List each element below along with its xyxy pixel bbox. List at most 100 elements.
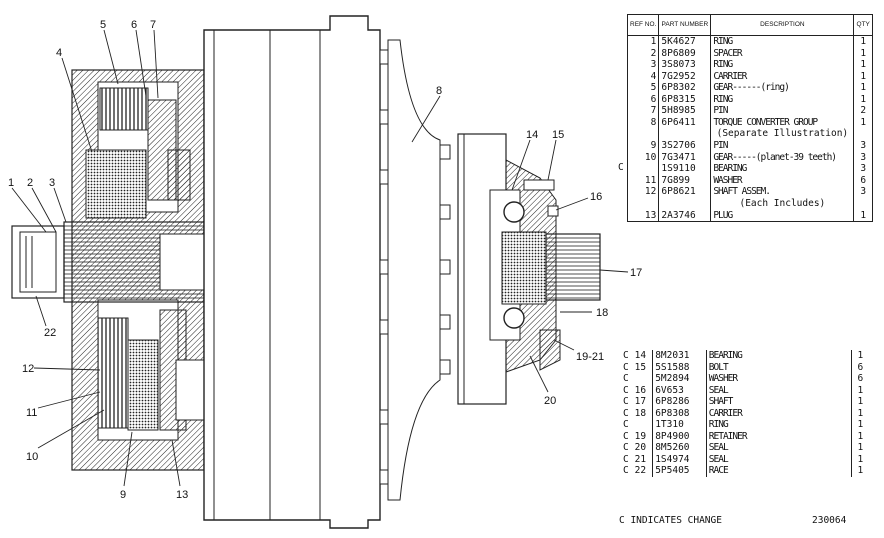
callout-17: 17: [630, 267, 642, 279]
part-number-cell: 5S1588: [652, 361, 707, 373]
part-number-cell: 5K4627: [658, 35, 712, 48]
note-row: (Separate Illustration): [627, 128, 873, 140]
qty-cell: 1: [850, 350, 869, 362]
description-cell: SEAL: [706, 442, 852, 454]
change-mark-cell: C: [622, 384, 629, 396]
callout-2: 2: [27, 177, 33, 189]
ref-cell: 17: [632, 396, 654, 408]
qty-cell: 1: [850, 407, 869, 419]
change-legend: C INDICATES CHANGE: [619, 515, 722, 526]
callout-10: 10: [26, 451, 38, 463]
ref-cell: 16: [632, 384, 654, 396]
ref-cell: [627, 197, 660, 210]
part-number-cell: 7G2952: [658, 70, 712, 82]
part-number-cell: 3S2706: [658, 140, 712, 152]
qty-cell: 1: [850, 419, 869, 431]
qty-cell: 6: [850, 373, 869, 385]
part-number-cell: 3S8073: [658, 59, 712, 71]
callout-12: 12: [22, 363, 34, 375]
qty-cell: 1: [860, 82, 867, 93]
planetary-housing: [11, 69, 207, 471]
header-description: DESCRIPTION: [710, 14, 855, 36]
part-number-cell: 7G899: [658, 174, 712, 186]
ref-cell: 6: [627, 93, 660, 105]
ref-cell: [632, 419, 654, 431]
qty-cell: 1: [860, 209, 867, 221]
qty-cell: [854, 128, 873, 140]
description-cell: SPACER: [710, 47, 855, 59]
description-cell: BEARING: [710, 163, 855, 175]
callout-20: 20: [544, 395, 556, 407]
ref-cell: 9: [627, 140, 660, 152]
description-cell: SEAL: [706, 453, 852, 465]
callout-4: 4: [56, 47, 62, 59]
description-cell: RETAINER: [706, 430, 852, 442]
callout-1: 1: [8, 177, 14, 189]
callout-19-21: 19-21: [576, 351, 604, 363]
change-mark-cell: C: [622, 361, 629, 373]
part-number-cell: 6P8621: [658, 186, 712, 198]
qty-cell: 1: [860, 93, 867, 105]
callout-22: 22: [44, 327, 56, 339]
output-transfer-assembly: [457, 133, 601, 405]
part-number-cell: 6P8308: [652, 407, 707, 419]
qty-cell: 1: [850, 453, 869, 465]
ref-cell: 15: [632, 361, 654, 373]
ref-cell: 2: [627, 47, 660, 59]
part-number-cell: 8M2031: [652, 350, 707, 362]
qty-cell: 1: [850, 465, 869, 477]
part-number-cell: 8P4900: [652, 430, 707, 442]
description-cell: BOLT: [706, 361, 852, 373]
change-mark-cell: C: [622, 453, 629, 465]
qty-cell: 1: [860, 70, 867, 82]
description-cell: CARRIER: [710, 70, 855, 82]
change-mark-cell: C: [622, 442, 629, 453]
note-cell: (Each Includes): [710, 197, 855, 210]
callout-5: 5: [100, 19, 106, 31]
header-ref: REF NO.: [627, 14, 660, 36]
part-number-cell: 6P6411: [658, 116, 712, 128]
part-number-cell: 1T310: [652, 419, 707, 431]
qty-cell: 6: [860, 174, 867, 186]
change-mark-cell: C: [622, 396, 629, 407]
ref-cell: [632, 373, 654, 385]
change-mark-cell: C: [622, 430, 629, 442]
callout-labels: 1 2 3 4 5 6 7 8 9 10 11 12 13 14 15 16 1…: [8, 19, 642, 501]
qty-cell: 3: [860, 163, 867, 174]
qty-cell: 1: [850, 442, 869, 454]
description-cell: BEARING: [706, 350, 852, 362]
callout-16: 16: [590, 191, 602, 203]
description-cell: SHAFT: [706, 396, 852, 408]
ref-cell: 5: [627, 82, 660, 94]
part-number-cell: 1S4974: [652, 453, 707, 465]
description-cell: RING: [706, 419, 852, 431]
callout-6: 6: [131, 19, 137, 31]
description-cell: SEAL: [706, 384, 852, 396]
description-cell: TORQUE CONVERTER GROUP: [710, 116, 855, 128]
header-qty: QTY: [853, 14, 873, 36]
callout-11: 11: [26, 407, 37, 419]
qty-cell: 2: [860, 105, 867, 116]
ref-cell: 13: [627, 209, 660, 222]
qty-cell: 1: [860, 59, 867, 70]
note-cell: (Separate Illustration): [710, 128, 855, 140]
part-number-cell: 8P6809: [658, 47, 712, 59]
description-cell: PLUG: [710, 209, 855, 222]
qty-cell: [854, 198, 873, 210]
callout-14: 14: [526, 129, 538, 141]
